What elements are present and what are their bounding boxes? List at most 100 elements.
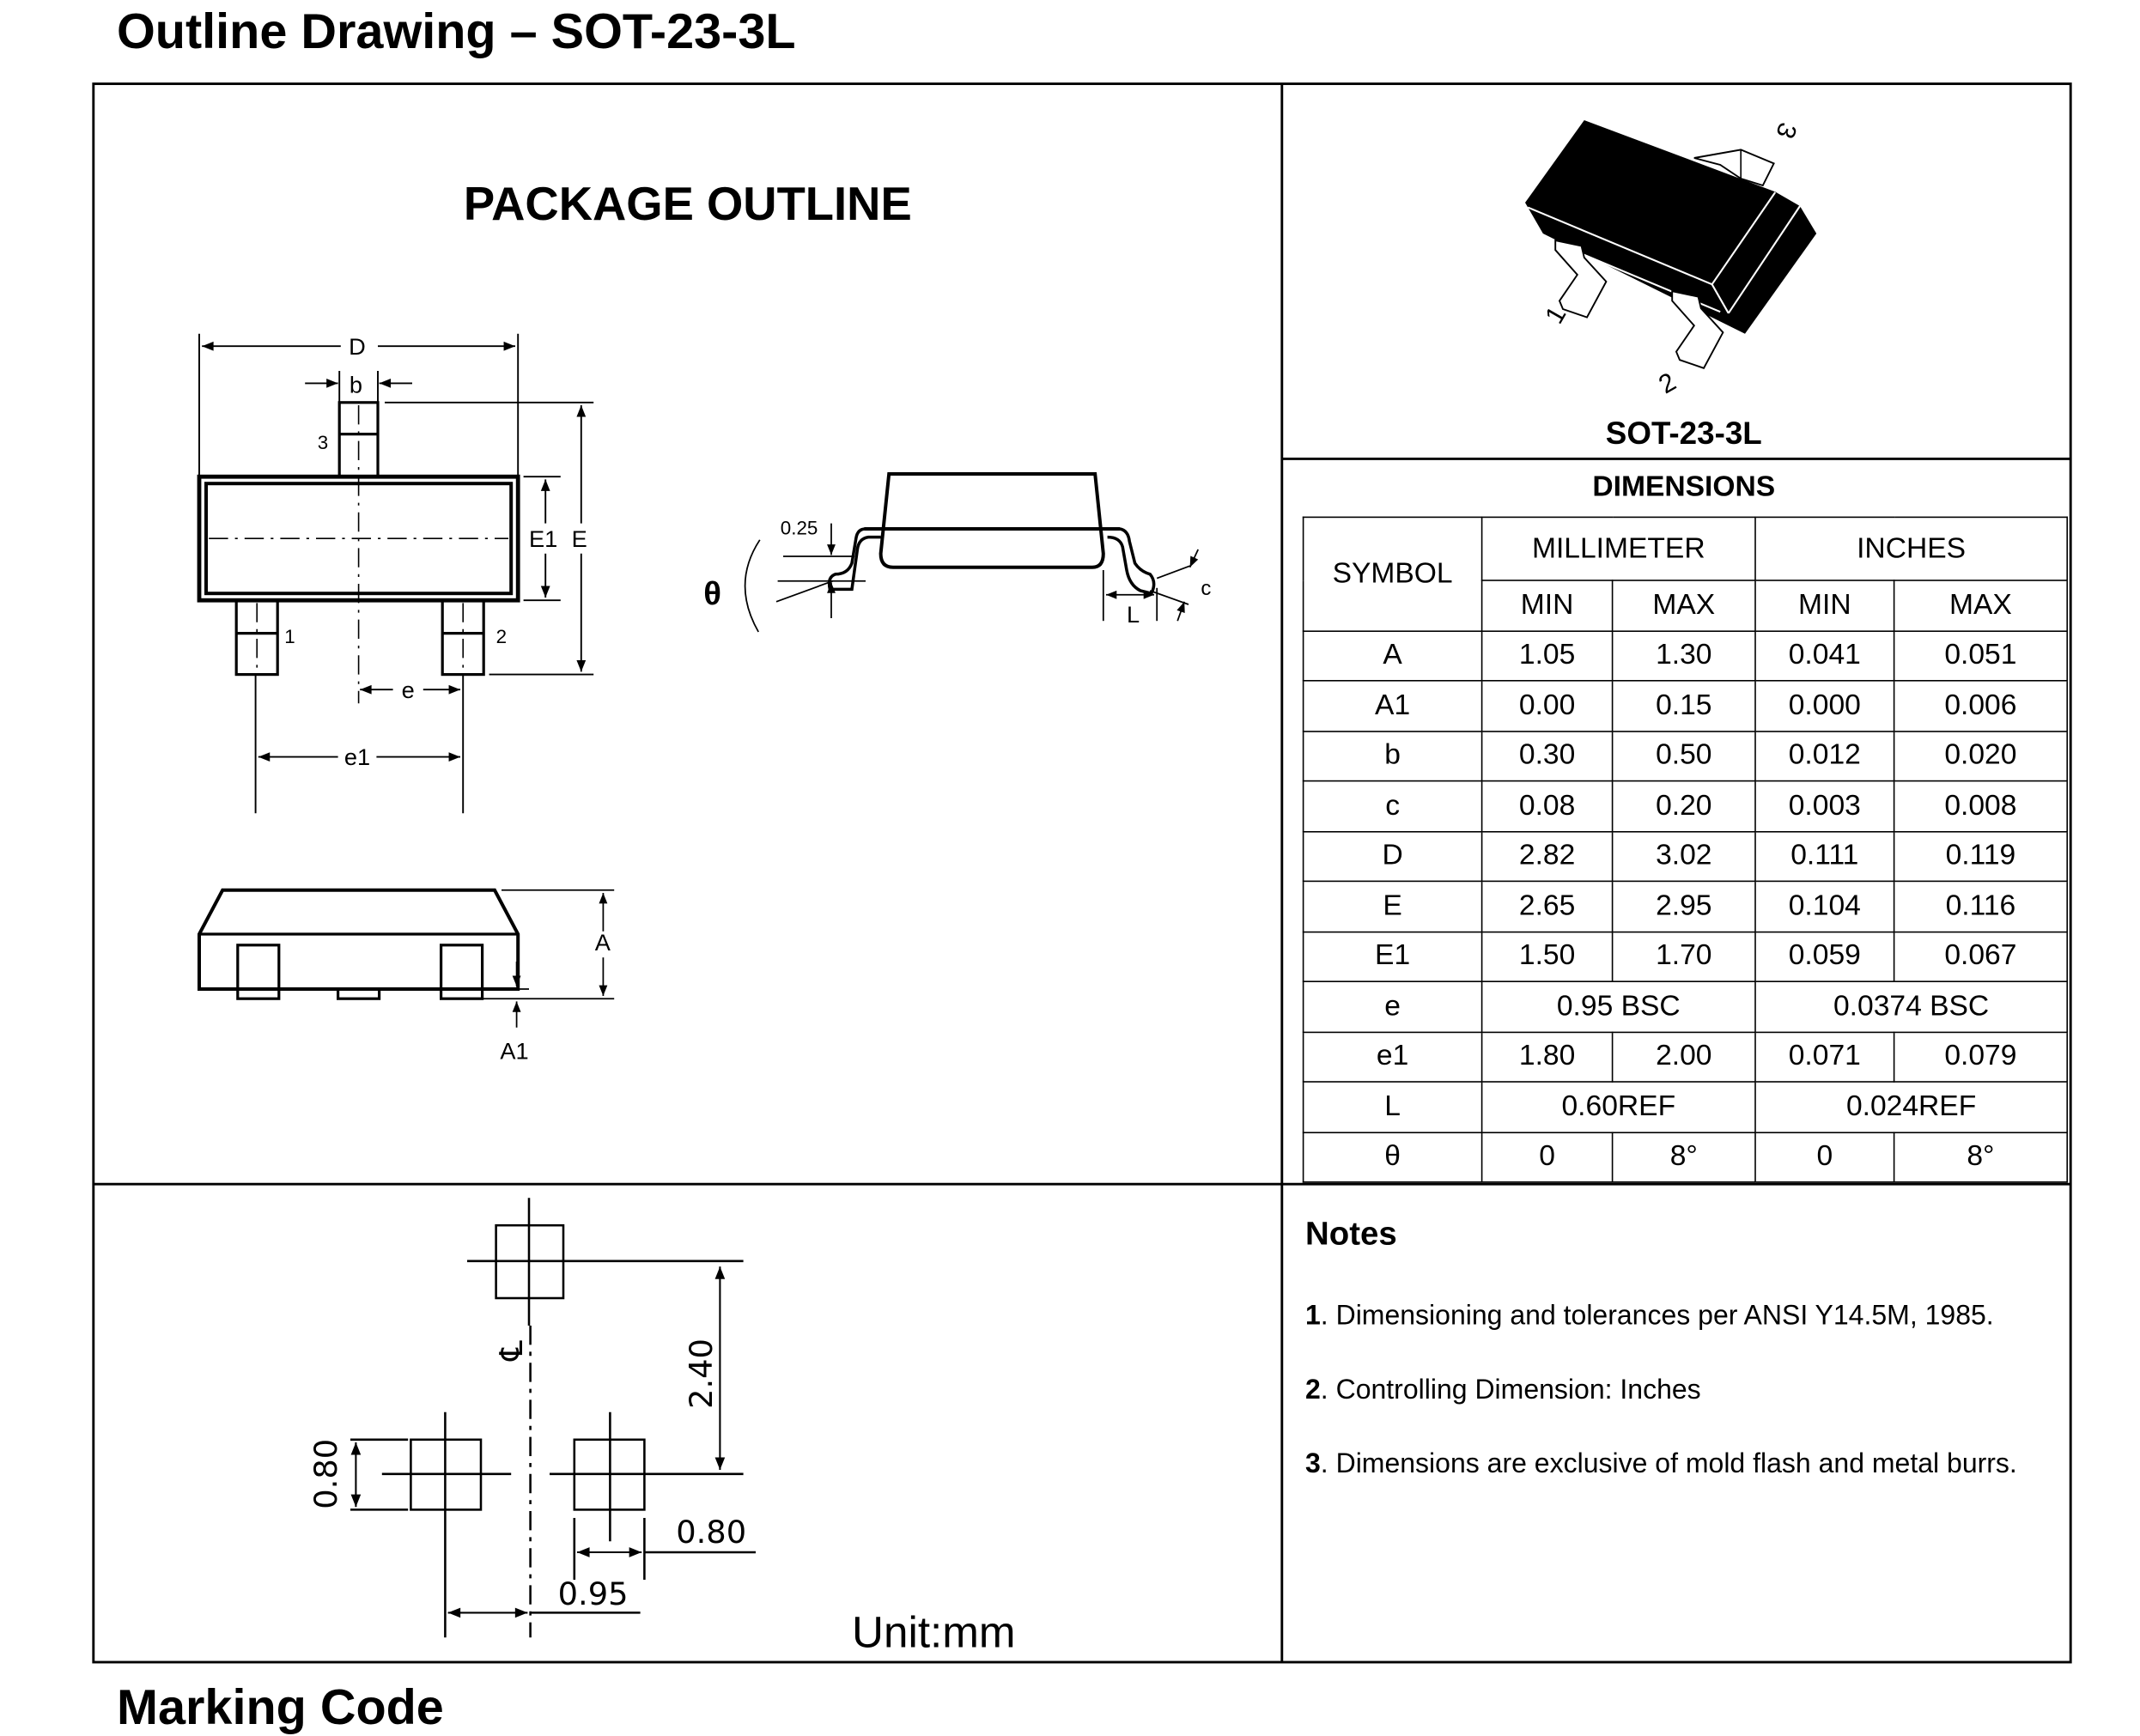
cell-mm-min: 2.65: [1480, 880, 1614, 932]
footprint-pad-width-label: 0.80: [676, 1514, 746, 1551]
cell-in-max: 0.119: [1893, 830, 2068, 883]
dim-label-e1: e1: [344, 744, 370, 770]
note-text: . Controlling Dimension: Inches: [1320, 1375, 1701, 1405]
notes-heading: Notes: [1305, 1216, 1397, 1253]
note-item: 3. Dimensions are exclusive of mold flas…: [1305, 1427, 2047, 1501]
pin-label-2: 2: [496, 626, 507, 647]
dim-label-A1: A1: [500, 1038, 528, 1065]
cell-symbol: L: [1302, 1081, 1483, 1133]
cell-mm-max: 2.00: [1611, 1030, 1756, 1083]
cell-symbol: E1: [1302, 931, 1483, 982]
cell-in: 0.0374 BSC: [1754, 980, 2068, 1033]
cell-in-min: 0.000: [1754, 680, 1895, 731]
cell-mm-min: 0.30: [1480, 730, 1614, 782]
note-text: . Dimensions are exclusive of mold flash…: [1320, 1449, 2017, 1480]
cell-symbol: b: [1302, 730, 1483, 782]
footprint-pitch-label: 2.40: [683, 1338, 720, 1409]
theta-label: θ: [703, 575, 721, 612]
cell-mm-max: 1.30: [1611, 629, 1756, 682]
dim-label-A: A: [595, 929, 611, 956]
dim-label-D: D: [349, 333, 366, 360]
table-subheader-row: MIN MAX MIN MAX: [1304, 580, 2068, 632]
table-header-row: SYMBOL MILLIMETER INCHES: [1302, 516, 2068, 632]
cell-mm-min: 1.05: [1480, 629, 1614, 682]
dim-label-L: L: [1127, 601, 1140, 628]
cell-mm-max: 2.95: [1611, 880, 1756, 932]
cell-mm-min: 0.08: [1480, 780, 1614, 832]
cell-symbol: θ: [1302, 1131, 1483, 1183]
cell-symbol: D: [1302, 830, 1483, 883]
header-mm-max: MAX: [1611, 580, 1756, 632]
pin-label-3: 3: [318, 432, 328, 453]
cell-mm-min: 2.82: [1480, 830, 1614, 883]
dim-label-b: b: [350, 372, 362, 398]
cell-symbol: e: [1302, 980, 1483, 1033]
lead-offset-label: 0.25: [781, 517, 818, 538]
cell-mm-max: 1.70: [1611, 931, 1756, 982]
3d-pin-label-3: 3: [1770, 118, 1803, 143]
note-item: 1. Dimensioning and tolerances per ANSI …: [1305, 1279, 2047, 1353]
dimensions-heading: DIMENSIONS: [1592, 470, 1776, 503]
next-section-title: Marking Code: [117, 1678, 444, 1735]
side-view-drawing: [744, 472, 1199, 633]
cell-mm-min: 0: [1480, 1131, 1614, 1183]
cell-symbol: c: [1302, 780, 1483, 832]
header-symbol: SYMBOL: [1302, 516, 1483, 632]
header-in-max: MAX: [1893, 580, 2068, 632]
drawing-canvas: D b 3 E1 E 1 2 e e1: [92, 82, 2072, 1664]
cell-mm: 0.95 BSC: [1480, 980, 1756, 1033]
cell-symbol: e1: [1302, 1030, 1483, 1083]
cell-in-min: 0.003: [1754, 780, 1895, 832]
header-in-min: MIN: [1754, 580, 1895, 632]
cell-mm-min: 1.50: [1480, 931, 1614, 982]
cell-in-max: 0.116: [1893, 880, 2068, 932]
cell-in-max: 0.020: [1893, 730, 2068, 782]
cell-in-max: 0.067: [1893, 931, 2068, 982]
cell-in-min: 0.012: [1754, 730, 1895, 782]
header-millimeter: MILLIMETER: [1480, 516, 1756, 581]
note-number: 2: [1305, 1375, 1321, 1405]
cell-mm: 0.60REF: [1480, 1081, 1756, 1133]
unit-label: Unit:mm: [852, 1607, 1016, 1657]
pin-label-1: 1: [284, 626, 295, 647]
cell-mm-max: 8°: [1611, 1131, 1756, 1183]
cell-in-min: 0.104: [1754, 880, 1895, 932]
3d-pin-label-2: 2: [1654, 367, 1681, 399]
dim-label-e: e: [402, 677, 415, 703]
cell-in: 0.024REF: [1754, 1081, 2068, 1133]
cell-in-min: 0.071: [1754, 1030, 1895, 1083]
datasheet-page: Outline Drawing – SOT-23-3L Marking Code: [92, 3, 2072, 1735]
cell-in-max: 8°: [1893, 1131, 2068, 1183]
cell-in-min: 0.059: [1754, 931, 1895, 982]
cell-mm-max: 0.15: [1611, 680, 1756, 731]
page-title: Outline Drawing – SOT-23-3L: [117, 3, 796, 59]
dim-label-E1: E1: [529, 525, 557, 552]
cell-mm-max: 0.50: [1611, 730, 1756, 782]
cell-in-max: 0.079: [1893, 1030, 2068, 1083]
footprint-pad-offset-label: 0.95: [558, 1575, 629, 1612]
centerline-symbol: ℄: [493, 1340, 530, 1362]
cell-mm-max: 3.02: [1611, 830, 1756, 883]
cell-symbol: E: [1302, 880, 1483, 932]
header-mm-min: MIN: [1480, 580, 1614, 632]
header-inches: INCHES: [1754, 516, 2068, 581]
package-3d-image: [1525, 120, 1817, 369]
cell-in-max: 0.008: [1893, 780, 2068, 832]
footprint-drawing: [350, 1198, 757, 1638]
notes-section: Notes 1. Dimensioning and tolerances per…: [1305, 1216, 2047, 1502]
cell-in-max: 0.006: [1893, 680, 2068, 731]
dim-label-c: c: [1201, 577, 1211, 600]
top-view-drawing: [197, 333, 594, 814]
cell-mm-min: 0.00: [1480, 680, 1614, 731]
dim-label-E: E: [572, 525, 587, 552]
cell-mm-min: 1.80: [1480, 1030, 1614, 1083]
